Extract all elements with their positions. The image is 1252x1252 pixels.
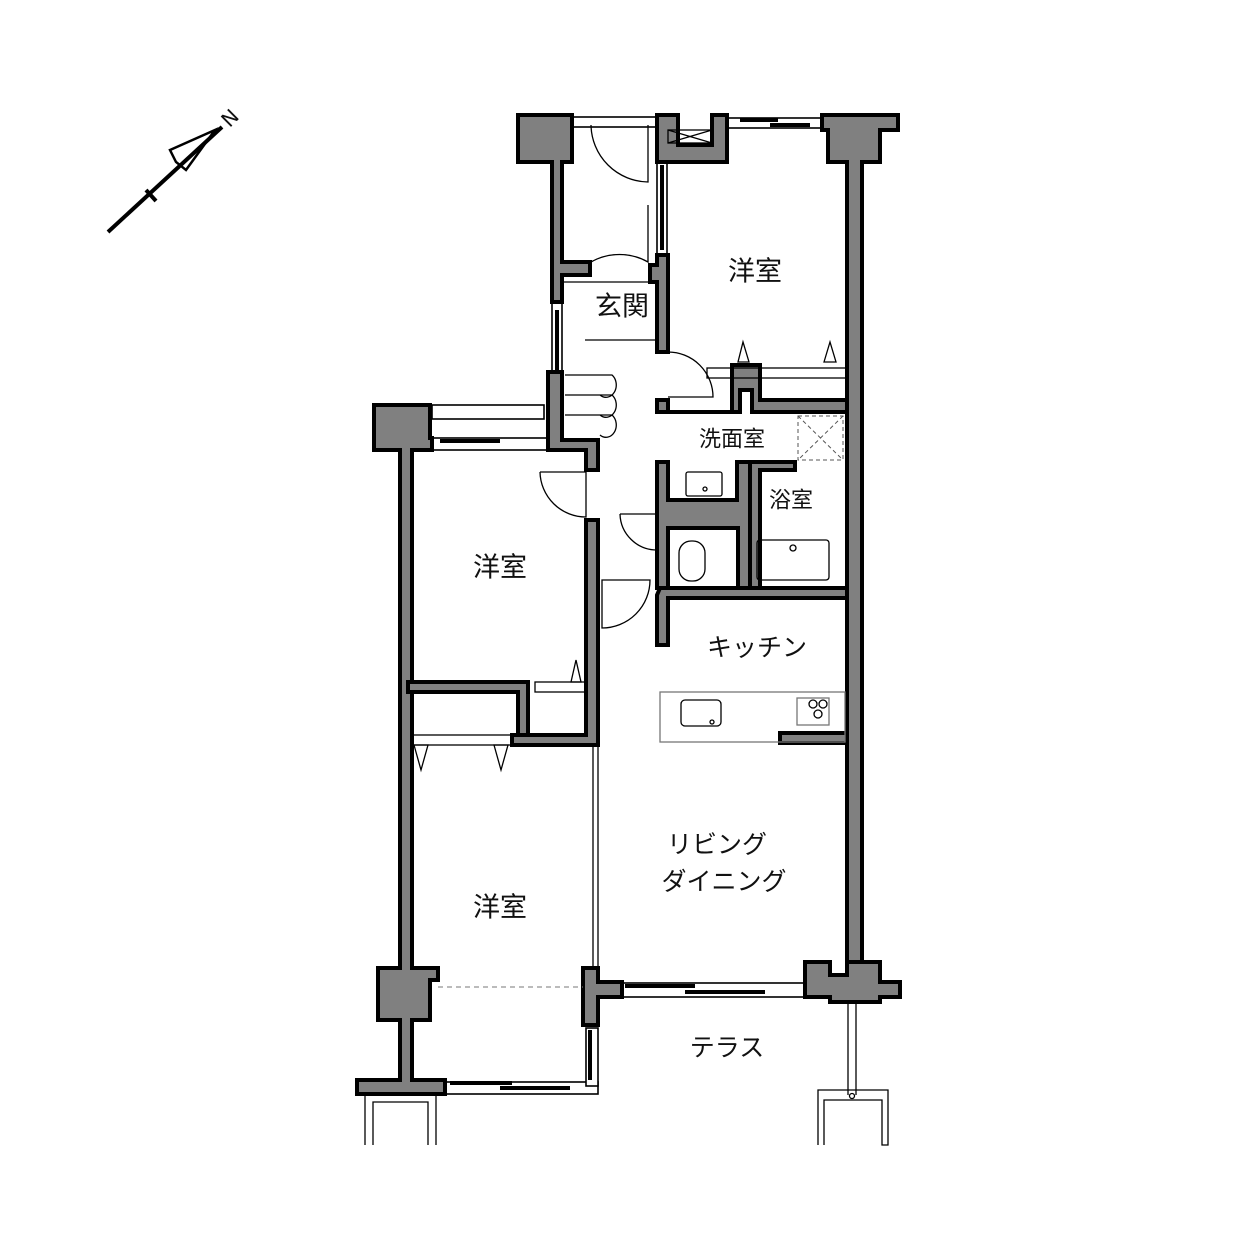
doors xyxy=(539,124,714,629)
room-label-washroom: 洗面室 xyxy=(698,427,766,453)
room-label-kitchen: キッチン xyxy=(706,632,808,662)
room-label-bathroom: 浴室 xyxy=(768,488,814,514)
room-label-terrace: テラス xyxy=(689,1032,765,1062)
north-arrow-icon xyxy=(106,125,224,234)
room-label-entrance: 玄関 xyxy=(595,291,649,323)
fixtures xyxy=(364,129,889,1146)
room-label-dining: ダイニング xyxy=(661,866,787,896)
room-label-living: リビング xyxy=(666,829,768,859)
room-label-bedroom-north: 洋室 xyxy=(728,256,782,288)
room-label-bedroom-middle: 洋室 xyxy=(473,552,527,584)
walls xyxy=(355,113,902,1096)
room-label-bedroom-south: 洋室 xyxy=(473,892,527,924)
